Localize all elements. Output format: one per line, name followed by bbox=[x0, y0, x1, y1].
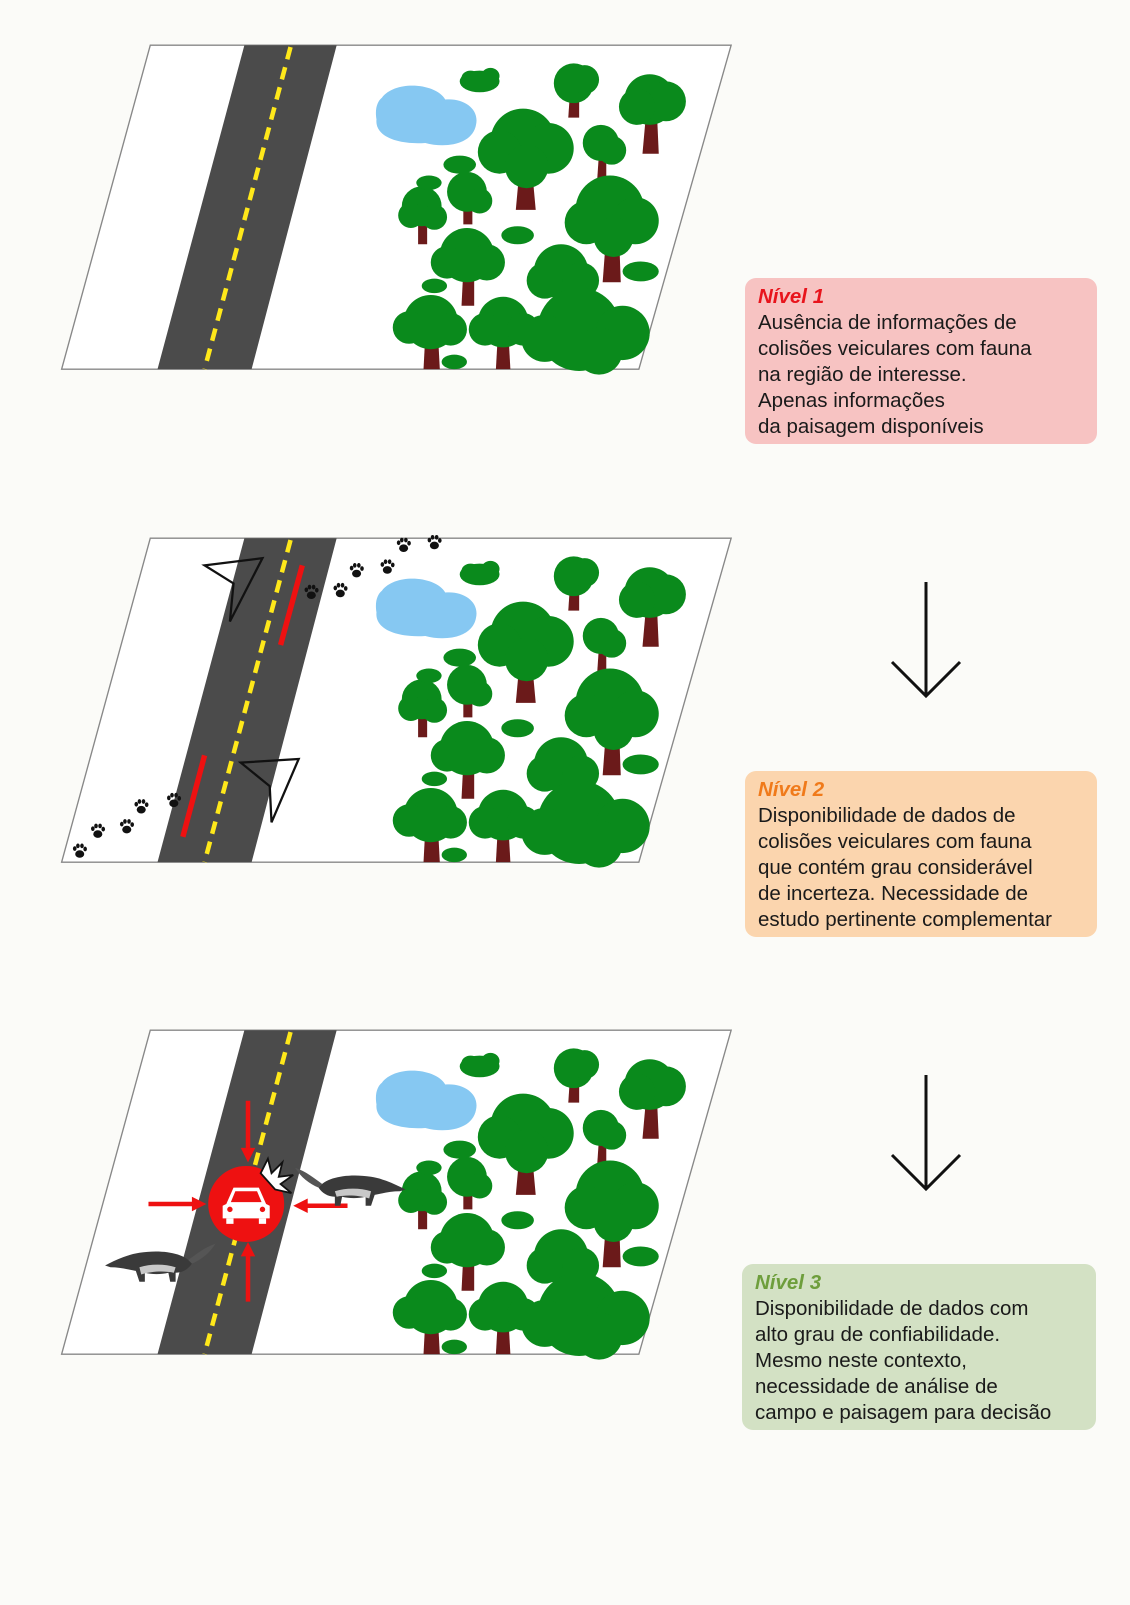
down-arrow-icon bbox=[888, 582, 964, 707]
level-1-line-1: Ausência de informações de bbox=[758, 310, 1087, 336]
level-3-line-2: alto grau de confiabilidade. bbox=[755, 1322, 1086, 1348]
level-1-line-5: da paisagem disponíveis bbox=[758, 414, 1087, 440]
landscape-panel-level-1 bbox=[0, 0, 800, 380]
level-3-title: Nível 3 bbox=[755, 1270, 1086, 1296]
level-2-line-5: estudo pertinente complementar bbox=[758, 907, 1087, 933]
level-3-line-5: campo e paisagem para decisão bbox=[755, 1400, 1086, 1426]
level-2-line-1: Disponibilidade de dados de bbox=[758, 803, 1087, 829]
level-2-box: Nível 2 Disponibilidade de dados de coli… bbox=[745, 771, 1097, 937]
level-3-line-1: Disponibilidade de dados com bbox=[755, 1296, 1086, 1322]
level-3-box: Nível 3 Disponibilidade de dados com alt… bbox=[742, 1264, 1096, 1430]
level-2-line-4: de incerteza. Necessidade de bbox=[758, 881, 1087, 907]
level-1-box: Nível 1 Ausência de informações de colis… bbox=[745, 278, 1097, 444]
level-1-line-3: na região de interesse. bbox=[758, 362, 1087, 388]
level-2-line-3: que contém grau considerável bbox=[758, 855, 1087, 881]
level-1-line-4: Apenas informações bbox=[758, 388, 1087, 414]
landscape-panel-level-2 bbox=[0, 493, 800, 873]
level-3-line-4: necessidade de análise de bbox=[755, 1374, 1086, 1400]
level-3-line-3: Mesmo neste contexto, bbox=[755, 1348, 1086, 1374]
down-arrow-icon bbox=[888, 1075, 964, 1200]
landscape-panel-level-3 bbox=[0, 985, 800, 1365]
level-2-line-2: colisões veiculares com fauna bbox=[758, 829, 1087, 855]
level-1-line-2: colisões veiculares com fauna bbox=[758, 336, 1087, 362]
level-2-title: Nível 2 bbox=[758, 777, 1087, 803]
level-1-title: Nível 1 bbox=[758, 284, 1087, 310]
